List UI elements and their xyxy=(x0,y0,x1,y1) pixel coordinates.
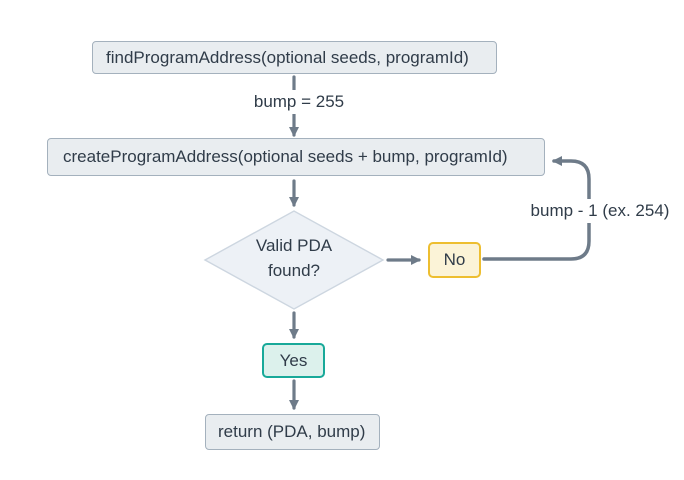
decision-valid-pda-label: Valid PDA found? xyxy=(204,233,384,283)
node-return-label: return (PDA, bump) xyxy=(218,422,366,441)
node-no-label: No xyxy=(443,250,466,269)
node-create-program-address: createProgramAddress(optional seeds + bu… xyxy=(47,138,545,176)
node-yes-label: Yes xyxy=(279,350,308,370)
node-yes: Yes xyxy=(262,343,325,378)
node-no: No xyxy=(428,242,481,278)
node-find-program-address: findProgramAddress(optional seeds, progr… xyxy=(92,41,497,74)
node-find-label: findProgramAddress(optional seeds, progr… xyxy=(106,47,469,67)
edge-label-bump-decrement: bump - 1 (ex. 254) xyxy=(513,199,684,223)
decision-label-line1: Valid PDA xyxy=(255,236,333,255)
node-return-pda-bump: return (PDA, bump) xyxy=(205,414,380,450)
edge-label-bump-init: bump = 255 xyxy=(244,90,354,114)
decision-label-line2: found? xyxy=(268,261,320,280)
decision-diamond-shape xyxy=(203,210,385,310)
node-create-label: createProgramAddress(optional seeds + bu… xyxy=(63,147,508,166)
